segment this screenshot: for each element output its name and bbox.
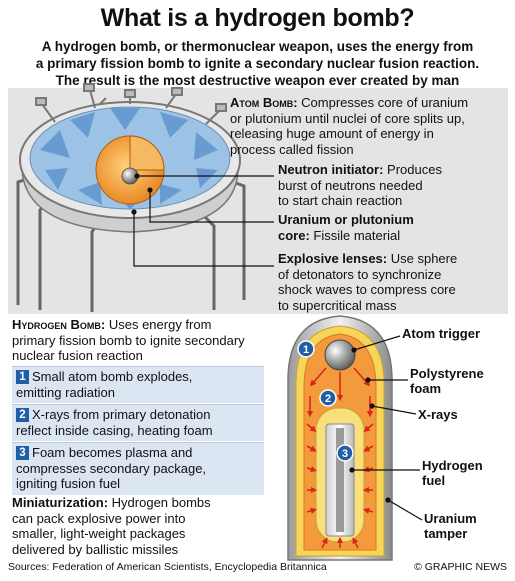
core-text: Fissile material	[309, 227, 401, 243]
detonators	[35, 83, 227, 125]
neutron-initiator-label: Neutron initiator: Produces burst of neu…	[278, 162, 506, 209]
core-heading: Uranium or plutonium	[278, 212, 414, 227]
marker-1-label: 1	[303, 344, 309, 356]
miniaturization-line: delivered by ballistic missiles	[12, 541, 179, 557]
callout-atom-trigger: Atom trigger	[402, 326, 480, 341]
step-line: compresses secondary package,	[16, 460, 207, 476]
neutron-initiator-line: Produces	[383, 162, 442, 177]
callout-line: Hydrogen	[422, 458, 483, 473]
step-line: X-rays from primary detonation	[32, 407, 211, 422]
callout-line: fuel	[422, 473, 446, 488]
miniaturization-label: Miniaturization: Hydrogen bombs can pack…	[12, 495, 274, 557]
step-line: Foam becomes plasma and	[32, 445, 193, 460]
marker-3	[336, 444, 354, 462]
step-line: igniting fusion fuel	[16, 476, 121, 491]
atom-trigger-sphere	[324, 339, 356, 371]
sources: Sources: Federation of American Scientis…	[8, 561, 327, 573]
hydrogen-leader-lines	[349, 335, 423, 521]
credit: © GRAPHIC NEWS	[414, 561, 507, 573]
step-number: 3	[16, 446, 29, 460]
marker-1	[297, 340, 315, 358]
atom-bomb-line: Compresses core of uranium	[297, 95, 469, 110]
step-line: emitting radiation	[16, 384, 115, 400]
marker-2	[319, 389, 337, 407]
diagram-step-markers: 1 2 3	[297, 340, 354, 462]
intro-line: a primary fission bomb to ignite a secon…	[35, 56, 480, 71]
atom-bomb-illustration	[16, 83, 274, 312]
step-line: reflect inside casing, heating foam	[16, 422, 213, 438]
step-line: Small atom bomb explodes,	[32, 369, 193, 384]
neutron-initiator-line: burst of neutrons needed	[278, 177, 423, 193]
hydrogen-bomb-heading: Hydrogen Bomb:	[12, 317, 106, 332]
callout-line: Polystyrene	[410, 366, 484, 381]
callout-x-rays: X-rays	[418, 407, 458, 422]
callout-hydrogen-fuel: Hydrogen fuel	[422, 458, 483, 488]
hydrogen-bomb-label: Hydrogen Bomb: Uses energy from primary …	[12, 317, 274, 364]
core-label: Uranium or plutonium core: Fissile mater…	[278, 212, 506, 243]
marker-2-label: 2	[325, 393, 331, 405]
lenses-line: shock waves to compress core	[278, 282, 456, 297]
explosive-lenses-label: Explosive lenses: Use sphere of detonato…	[278, 251, 506, 313]
callout-line: tamper	[424, 526, 468, 541]
hydrogen-bomb-line: primary fission bomb to ignite secondary	[12, 332, 245, 348]
x-ray-arrows	[306, 367, 374, 549]
miniaturization-line: can pack explosive power into	[12, 510, 186, 526]
neutron-initiator-heading: Neutron initiator:	[278, 162, 384, 177]
hydrogen-bomb-line: Uses energy from	[105, 317, 212, 332]
callout-line: foam	[410, 381, 442, 396]
lenses-heading: Explosive lenses:	[278, 251, 388, 266]
page-title: What is a hydrogen bomb?	[100, 4, 415, 32]
atom-bomb-line: releasing huge amount of energy in	[230, 126, 434, 141]
core-heading: core:	[278, 227, 310, 243]
intro-line: A hydrogen bomb, or thermonuclear weapon…	[41, 39, 474, 54]
lenses-line: Use sphere	[387, 251, 458, 266]
neutron-initiator-line: to start chain reaction	[278, 193, 403, 208]
hydrogen-bomb-illustration: 1 2 3	[287, 315, 423, 561]
marker-3-label: 3	[342, 448, 348, 460]
atom-bomb-label: Atom Bomb: Compresses core of uranium or…	[230, 95, 506, 157]
atom-leader-lines	[131, 173, 274, 267]
atom-bomb-line: or plutonium until nuclei of core splits…	[230, 110, 465, 126]
intro-text: A hydrogen bomb, or thermonuclear weapon…	[8, 38, 507, 89]
lenses-line: to supercritical mass	[278, 297, 397, 313]
core-cutaway	[129, 135, 165, 171]
miniaturization-line: Hydrogen bombs	[108, 495, 211, 510]
step-number: 1	[16, 370, 29, 384]
atom-bomb-line: process called fission	[230, 141, 354, 157]
callout-uranium-tamper: Uranium tamper	[424, 511, 477, 541]
fuel-rod	[336, 428, 344, 532]
step-number: 2	[16, 408, 29, 422]
explosive-lenses	[40, 108, 218, 210]
miniaturization-line: smaller, light-weight packages	[12, 526, 186, 541]
intro-line: The result is the most destructive weapo…	[55, 73, 460, 88]
hydrogen-bomb-line: nuclear fusion reaction	[12, 348, 143, 363]
callout-polystyrene-foam: Polystyrene foam	[410, 366, 484, 396]
atom-bomb-heading: Atom Bomb:	[230, 95, 298, 110]
miniaturization-heading: Miniaturization:	[12, 495, 109, 510]
callout-line: Uranium	[424, 511, 477, 526]
lenses-line: of detonators to synchronize	[278, 266, 442, 282]
